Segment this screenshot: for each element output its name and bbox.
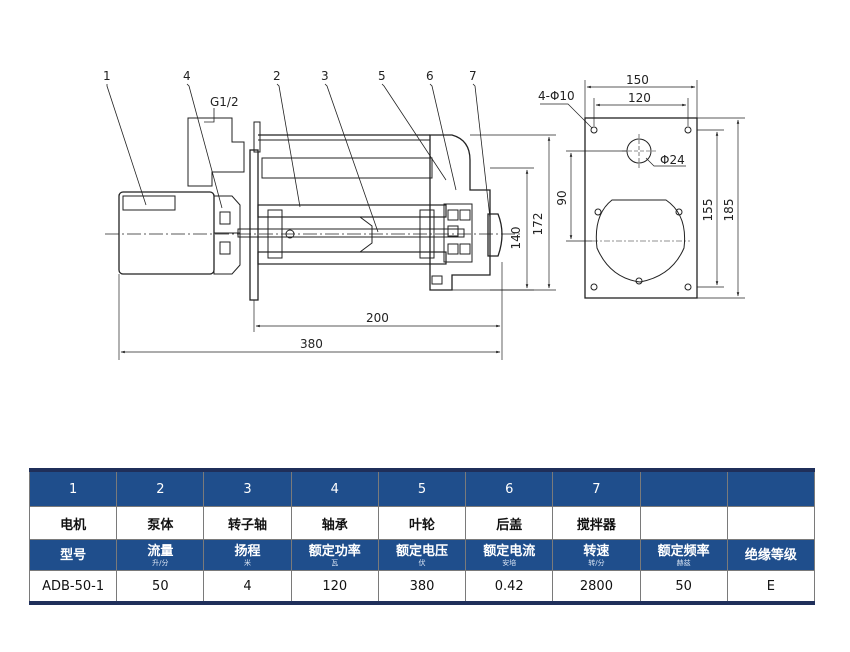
table-cell: 1: [28, 469, 118, 507]
dim-holes: 4-Φ10: [538, 89, 575, 103]
spec-table: 1 2 3 4 5 6 7 电机 泵体 转子轴 轴承 叶轮 后盖 搅拌器 型号 …: [28, 468, 816, 605]
table-cell: 叶轮: [377, 506, 467, 540]
table-cell: 4: [290, 469, 379, 507]
mounting-flange: [249, 149, 259, 301]
table-cell: 4: [203, 570, 292, 604]
table-cell: E: [726, 570, 816, 604]
table-cell: 6: [465, 469, 554, 507]
table-header-cell: 绝缘等级: [726, 539, 816, 571]
front-dimensions: [540, 80, 745, 299]
table-cell: 50: [116, 570, 205, 604]
mount-hole: [590, 126, 598, 134]
outlet-pipe: [187, 117, 245, 187]
front-view: [584, 117, 698, 299]
part-number: 3: [321, 69, 329, 83]
part-number-row: 1 2 3 4 5 6 7: [28, 469, 816, 507]
pump-casing-tube: [261, 157, 433, 179]
table-header-cell: 型号: [28, 539, 118, 571]
dim-120: 120: [628, 91, 651, 105]
part-name-row: 电机 泵体 转子轴 轴承 叶轮 后盖 搅拌器: [28, 506, 816, 540]
table-header-cell: 额定频率赫兹: [639, 539, 728, 571]
rear-cover: [429, 134, 491, 291]
side-view: [105, 117, 520, 301]
motor-body: [118, 191, 215, 275]
table-cell: [726, 506, 816, 540]
dim-172: 172: [531, 213, 545, 236]
table-header-cell: 扬程米: [203, 539, 292, 571]
dim-bore: Φ24: [660, 153, 685, 167]
motor-end-cap: [213, 195, 241, 275]
table-header-cell: 额定功率瓦: [290, 539, 379, 571]
dim-150: 150: [626, 73, 649, 87]
dim-140: 140: [509, 227, 523, 250]
table-cell: 2: [116, 469, 205, 507]
table-cell: 3: [203, 469, 292, 507]
spec-header-row: 型号 流量升/分 扬程米 额定功率瓦 额定电压伏 额定电流安培 转速转/分 额定…: [28, 539, 816, 571]
pump-technical-drawing: 1 4 2 3 5 6 7 G1/2 200 380 140 172: [103, 69, 745, 360]
mount-hole: [590, 283, 598, 291]
part-number: 6: [426, 69, 434, 83]
part-number: 1: [103, 69, 111, 83]
impeller: [443, 203, 473, 263]
part-leaders: [106, 83, 491, 233]
table-cell: 5: [377, 469, 467, 507]
table-header-cell: 转速转/分: [552, 539, 641, 571]
table-cell: 后盖: [465, 506, 554, 540]
table-cell: [639, 506, 728, 540]
part-number-labels: 1 4 2 3 5 6 7 G1/2: [103, 69, 477, 109]
agitator: [487, 213, 503, 257]
table-cell: 50: [639, 570, 728, 604]
table-header-cell: 额定电压伏: [377, 539, 467, 571]
pump-housing-outline: [595, 199, 686, 283]
table-cell: 转子轴: [203, 506, 292, 540]
table-header-cell: 额定电流安培: [465, 539, 554, 571]
part-number: 7: [469, 69, 477, 83]
table-cell: ADB-50-1: [28, 570, 118, 604]
table-cell: 120: [290, 570, 379, 604]
table-cell: 0.42: [465, 570, 554, 604]
spec-value-row: ADB-50-1 50 4 120 380 0.42 2800 50 E: [28, 570, 816, 604]
table-cell: 搅拌器: [552, 506, 641, 540]
table-cell: 泵体: [116, 506, 205, 540]
table-cell: [726, 469, 816, 507]
dim-185: 185: [722, 199, 736, 222]
table-cell: 轴承: [290, 506, 379, 540]
part-number: 4: [183, 69, 191, 83]
part-number: 5: [378, 69, 386, 83]
side-dimensions: [118, 134, 556, 360]
dim-380: 380: [300, 337, 323, 351]
flange-plate: [584, 117, 698, 299]
thread-label: G1/2: [210, 95, 239, 109]
motor-terminal-box: [122, 195, 176, 211]
dim-200: 200: [366, 311, 389, 325]
table-cell: 7: [552, 469, 641, 507]
table-cell: 电机: [28, 506, 118, 540]
mount-hole: [684, 283, 692, 291]
table-cell: [639, 469, 728, 507]
dim-90: 90: [555, 190, 569, 205]
part-number: 2: [273, 69, 281, 83]
mount-hole: [684, 126, 692, 134]
rotor-shaft: [237, 228, 465, 238]
table-cell: 2800: [552, 570, 641, 604]
table-cell: 380: [377, 570, 467, 604]
dim-155: 155: [701, 199, 715, 222]
table-header-cell: 流量升/分: [116, 539, 205, 571]
